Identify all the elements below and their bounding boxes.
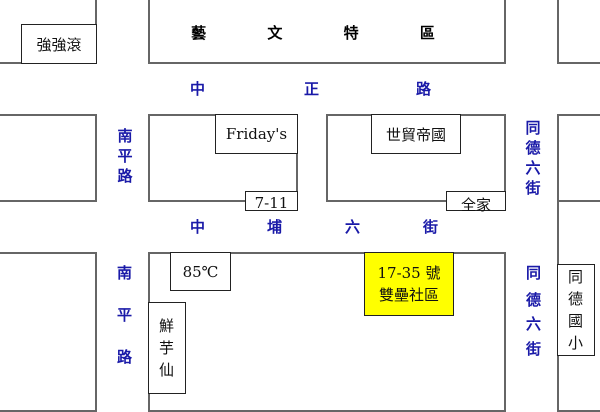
- road-tongde6-lower-4: 街: [526, 340, 542, 358]
- road-zhongzheng-3: 路: [416, 80, 432, 98]
- road-zhongpu6-3: 六: [345, 218, 361, 236]
- label: 鮮芋仙: [159, 317, 175, 379]
- road-nanping-lower-2: 平: [117, 306, 133, 324]
- target-community[interactable]: 17-35 號雙壘社區: [364, 252, 454, 316]
- landmark-qiangqianggun[interactable]: 強強滾: [21, 24, 97, 64]
- landmark-art-district: 藝 文 特 區: [191, 23, 463, 42]
- landmark-tongde-school[interactable]: 同德國小: [557, 264, 595, 356]
- road-nanping-lower-1: 南: [117, 264, 133, 282]
- target-line2: 雙壘社區: [378, 286, 439, 304]
- road-zhongpu6-1: 中: [190, 218, 206, 236]
- landmark-world-trade[interactable]: 世貿帝國: [371, 114, 461, 154]
- block-art-district[interactable]: 藝 文 特 區: [148, 0, 506, 64]
- block: [0, 252, 97, 412]
- road-nanping-upper: 南平路: [117, 127, 133, 185]
- block: [557, 0, 600, 64]
- label: 7-11: [254, 194, 289, 212]
- label: 世貿帝國: [385, 125, 446, 144]
- landmark-familymart[interactable]: 全家: [446, 191, 506, 214]
- road-zhongpu6-4: 街: [423, 218, 439, 236]
- road-zhongzheng-2: 正: [304, 80, 320, 98]
- road-zhongzheng-1: 中: [190, 80, 206, 98]
- landmark-7-11[interactable]: 7-11: [245, 191, 298, 212]
- road-tongde6-lower-1: 同: [526, 264, 542, 282]
- block: [0, 114, 97, 202]
- road-tongde6-lower-2: 德: [526, 291, 542, 309]
- road-tongde6-upper: 同德六街: [525, 119, 541, 197]
- road-zhongpu6-2: 埔: [267, 218, 283, 236]
- label: 同德國小: [568, 268, 584, 352]
- landmark-meetfresh[interactable]: 鮮芋仙: [148, 302, 186, 394]
- landmark-fridays[interactable]: Friday's: [215, 114, 298, 154]
- road-tongde6-lower-3: 六: [526, 315, 542, 333]
- road-nanping-lower-3: 路: [117, 348, 133, 366]
- target-line1: 17-35 號: [377, 264, 441, 282]
- label: Friday's: [225, 125, 288, 143]
- label: 85℃: [182, 262, 219, 281]
- block: [557, 114, 600, 202]
- label: 強強滾: [36, 35, 82, 54]
- landmark-85c[interactable]: 85℃: [170, 252, 231, 291]
- label: 全家: [460, 196, 491, 214]
